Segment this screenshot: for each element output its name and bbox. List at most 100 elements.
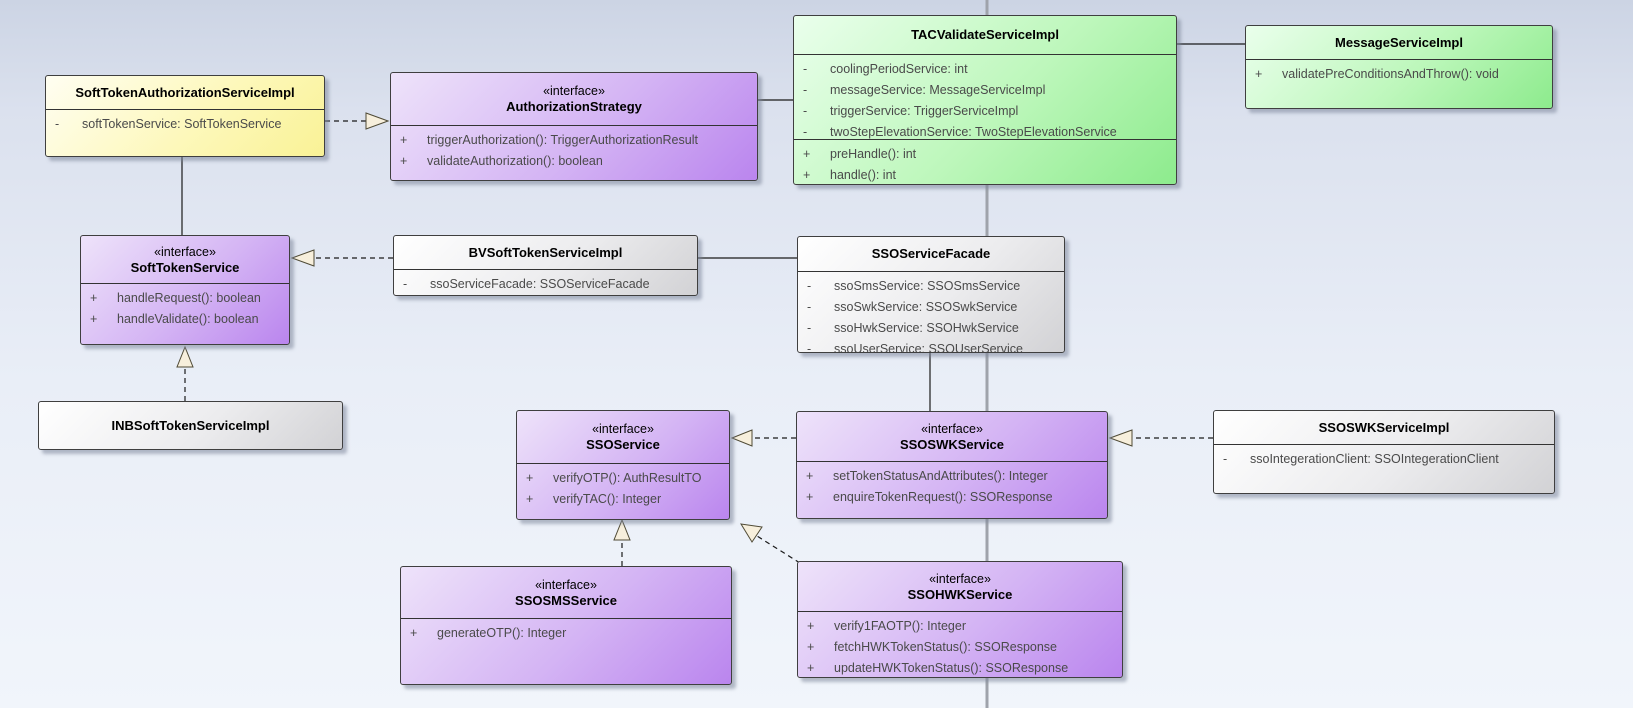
attributes-compartment: - softTokenService: SoftTokenService [46, 109, 324, 156]
feature-text: verify1FAOTP(): Integer [834, 618, 966, 633]
class-softtokenauthorizationserviceimpl[interactable]: SoftTokenAuthorizationServiceImpl -softT… [45, 75, 325, 157]
feature-row: +handle(): int [794, 164, 1176, 184]
visibility-marker: - [803, 124, 808, 139]
class-title: «interface» AuthorizationStrategy [391, 73, 757, 125]
class-tacvalidateserviceimpl[interactable]: TACValidateServiceImpl - coolingPeriodSer… [793, 15, 1177, 185]
feature-row: - softTokenService: SoftTokenService [46, 113, 324, 134]
realization-inbsofttoken-softtokenservice[interactable] [176, 345, 194, 401]
visibility-marker: + [807, 639, 815, 654]
class-title: SSOServiceFacade [871, 246, 991, 261]
feature-row: - ssoSwkService: SSOSwkService [798, 296, 1064, 317]
methods-compartment: +validatePreConditionsAndThrow(): void [1246, 59, 1552, 108]
feature-row: + setTokenStatusAndAttributes(): Integer [797, 465, 1107, 486]
feature-text: fetchHWKTokenStatus(): SSOResponse [834, 639, 1058, 654]
feature-row: -ssoHwkService: SSOHwkService [798, 317, 1064, 338]
feature-row: -ssoSmsService: SSOSmsService [798, 275, 1064, 296]
visibility-marker: - [803, 61, 808, 76]
class-ssoservicefacade[interactable]: SSOServiceFacade -ssoSmsService: SSOSmsS… [797, 236, 1065, 353]
visibility-marker: - [803, 103, 808, 118]
class-ssohwkservice[interactable]: «interface» SSOHWKService +verify1FAOTP(… [797, 561, 1123, 678]
methods-compartment: +setTokenStatusAndAttributes(): Integer+… [797, 461, 1107, 518]
visibility-marker: + [807, 618, 815, 633]
attributes-compartment: -ssoIntegerationClient: SSOIntegerationC… [1214, 444, 1554, 493]
feature-row: -triggerService: TriggerServiceImpl [794, 100, 1176, 121]
visibility-marker: + [400, 132, 408, 147]
class-name: SSOSMSService [515, 592, 617, 608]
class-ssosmsservice[interactable]: «interface» SSOSMSService + generateOTP()… [400, 566, 732, 685]
class-title: MessageServiceImpl [1335, 34, 1463, 50]
realization-softtokenauth-authstrategy[interactable] [325, 112, 390, 130]
feature-row: -messageService: MessageServiceImpl [794, 79, 1176, 100]
stereotype-label: «interface» [535, 577, 597, 592]
methods-compartment: + triggerAuthorization(): TriggerAuthoriz… [391, 125, 757, 180]
class-title: «interface» SSOSWKService [797, 412, 1107, 461]
class-inbsofttokenserviceimpl[interactable]: INBSoftTokenServiceImpl [38, 401, 343, 450]
feature-text: ssoUserService: SSOUserService [834, 341, 1023, 353]
feature-row: -ssoIntegerationClient: SSOIntegerationC… [1214, 448, 1554, 469]
visibility-marker: + [803, 167, 811, 182]
class-name: AuthorizationStrategy [506, 99, 642, 114]
feature-text: ssoSmsService: SSOSmsService [834, 278, 1021, 293]
visibility-marker: - [807, 341, 812, 353]
methods-compartment: +verifyOTP(): AuthResultTO+verifyTAC(): … [517, 463, 729, 519]
visibility-marker: + [526, 491, 534, 506]
visibility-marker: - [55, 116, 60, 131]
visibility-marker: + [410, 625, 418, 640]
class-title: INBSoftTokenServiceImpl [111, 417, 270, 433]
feature-row: + verify1FAOTP(): Integer [798, 615, 1122, 636]
feature-row: +enquireTokenRequest(): SSOResponse [797, 486, 1107, 507]
class-title: TACValidateServiceImpl [911, 27, 1059, 42]
stereotype-label: «interface» [154, 244, 216, 259]
feature-row: + triggerAuthorization(): TriggerAuthoriz… [391, 129, 757, 150]
feature-text: ssoHwkService: SSOHwkService [834, 320, 1019, 335]
feature-text: triggerAuthorization(): TriggerAuthoriza… [427, 132, 698, 147]
class-title: «interface» SSOSMSService [401, 567, 731, 618]
stereotype-label: «interface» [543, 84, 605, 98]
feature-row: + handleRequest(): boolean [81, 287, 289, 308]
realization-ssoswkservice-ssoservice[interactable] [730, 429, 796, 447]
class-ssoswkserviceimpl[interactable]: SSOSWKServiceImpl -ssoIntegerationClient… [1213, 410, 1555, 494]
class-bvsofttokenserviceimpl[interactable]: BVSoftTokenServiceImpl -ssoServiceFacade… [393, 235, 698, 296]
feature-text: updateHWKTokenStatus(): SSOResponse [834, 660, 1069, 675]
feature-row: +validatePreConditionsAndThrow(): void [1246, 63, 1552, 84]
feature-text: ssoSwkService: SSOSwkService [834, 299, 1018, 314]
feature-row: +preHandle(): int [794, 143, 1176, 164]
feature-text: coolingPeriodService: int [830, 61, 968, 76]
stereotype-label: «interface» [929, 571, 991, 586]
visibility-marker: + [806, 468, 814, 483]
realization-ssosmsservice-ssoservice[interactable] [613, 518, 631, 566]
feature-text: generateOTP(): Integer [437, 625, 567, 640]
feature-text: validateAuthorization(): boolean [427, 153, 603, 168]
visibility-marker: + [90, 290, 98, 305]
class-title: BVSoftTokenServiceImpl [468, 244, 623, 260]
feature-row: + validateAuthorization(): boolean [391, 150, 757, 171]
visibility-marker: - [1223, 451, 1228, 466]
feature-row: +updateHWKTokenStatus(): SSOResponse [798, 657, 1122, 677]
class-name: SoftTokenService [130, 259, 240, 275]
feature-row: - coolingPeriodService: int [794, 58, 1176, 79]
visibility-marker: + [400, 153, 408, 168]
visibility-marker: + [526, 470, 534, 485]
feature-text: preHandle(): int [830, 146, 917, 161]
realization-bvsofttoken-softtokenservice[interactable] [290, 249, 393, 267]
class-title: «interface» SSOService [517, 411, 729, 463]
realization-ssohwkservice-ssoservice[interactable] [740, 523, 801, 564]
feature-text: handleRequest(): boolean [117, 290, 261, 305]
class-authorizationstrategy[interactable]: «interface» AuthorizationStrategy + trigg… [390, 72, 758, 181]
stereotype-label: «interface» [592, 422, 654, 436]
attributes-compartment: -ssoServiceFacade: SSOServiceFacade [394, 269, 697, 295]
feature-row: + generateOTP(): Integer [401, 622, 731, 643]
class-ssoservice[interactable]: «interface» SSOService +verifyOTP(): Aut… [516, 410, 730, 520]
feature-text: softTokenService: SoftTokenService [82, 116, 282, 131]
realization-ssoswkserviceimpl-ssoswkservice[interactable] [1108, 429, 1213, 447]
methods-compartment: +handleRequest(): boolean+handleValidate… [81, 283, 289, 344]
class-name: SSOService [586, 437, 660, 452]
feature-text: setTokenStatusAndAttributes(): Integer [833, 468, 1048, 483]
attributes-compartment: -ssoSmsService: SSOSmsService-ssoSwkServ… [798, 271, 1064, 352]
class-messageserviceimpl[interactable]: MessageServiceImpl +validatePreCondition… [1245, 25, 1553, 109]
class-softtokenservice[interactable]: «interface» SoftTokenService + handleRequ… [80, 235, 290, 345]
feature-row: + fetchHWKTokenStatus(): SSOResponse [798, 636, 1122, 657]
class-ssoswkservice[interactable]: «interface» SSOSWKService + setTokenStatu… [796, 411, 1108, 519]
feature-row: +verifyOTP(): AuthResultTO [517, 467, 729, 488]
visibility-marker: - [807, 299, 812, 314]
